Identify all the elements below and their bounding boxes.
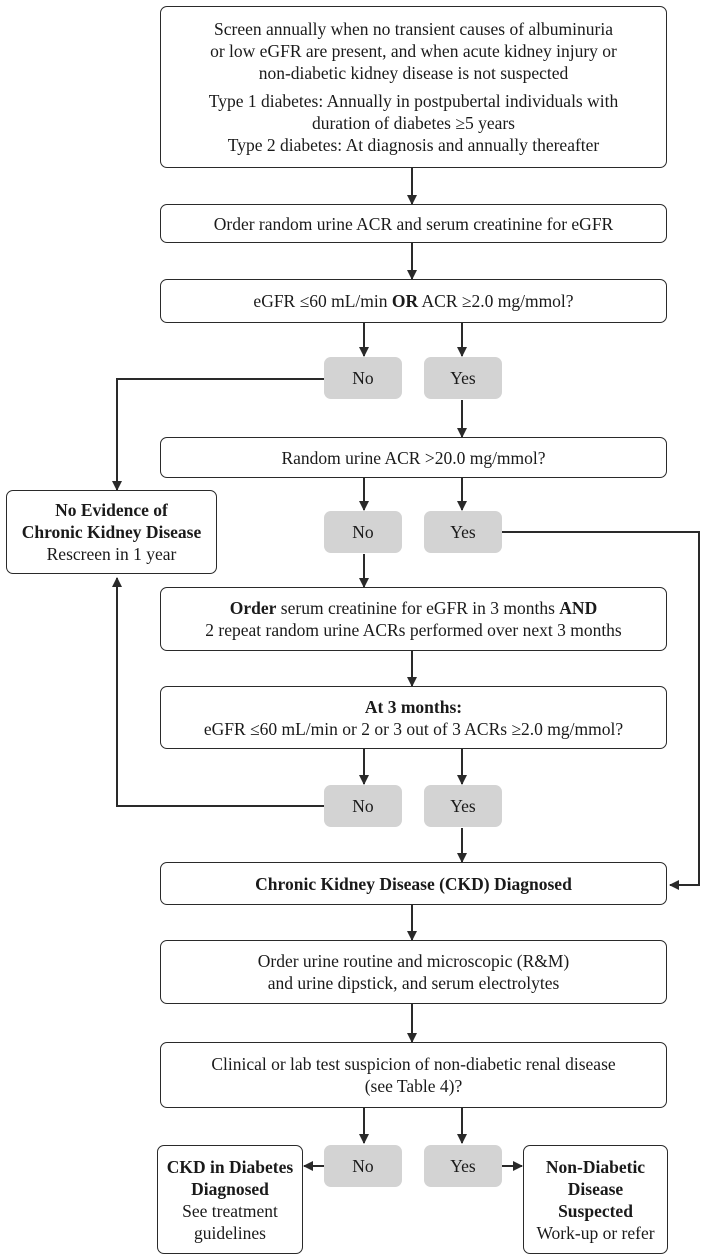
non-diabetic-box: Non-Diabetic Disease Suspected Work-up o… [523,1145,668,1254]
egfr-question-box: eGFR ≤60 mL/min OR ACR ≥2.0 mg/mmol? [160,279,667,323]
repeat-order-box: Order serum creatinine for eGFR in 3 mon… [160,587,667,651]
ckd-diagnosed-box: Chronic Kidney Disease (CKD) Diagnosed [160,862,667,905]
random-acr-question-box: Random urine ACR >20.0 mg/mmol? [160,437,667,478]
decision-no-1: No [324,357,402,399]
decision-no-4: No [324,1145,402,1187]
urine-tests-box: Order urine routine and microscopic (R&M… [160,940,667,1004]
three-month-question-box: At 3 months: eGFR ≤60 mL/min or 2 or 3 o… [160,686,667,749]
decision-yes-4: Yes [424,1145,502,1187]
arrow-yes-to-ckd [502,531,700,890]
no-ckd-box: No Evidence of Chronic Kidney Disease Re… [6,490,217,574]
arrow-no-to-no-ckd-up [112,577,324,807]
decision-yes-2: Yes [424,511,502,553]
screening-criteria-box: Screen annually when no transient causes… [160,6,667,168]
decision-yes-3: Yes [424,785,502,827]
order-tests-box: Order random urine ACR and serum creatin… [160,204,667,243]
decision-no-2: No [324,511,402,553]
decision-no-3: No [324,785,402,827]
decision-yes-1: Yes [424,357,502,399]
arrow-no-to-no-ckd [112,378,324,491]
suspicion-question-box: Clinical or lab test suspicion of non-di… [160,1042,667,1108]
ckd-in-diabetes-box: CKD in Diabetes Diagnosed See treatment … [157,1145,303,1254]
